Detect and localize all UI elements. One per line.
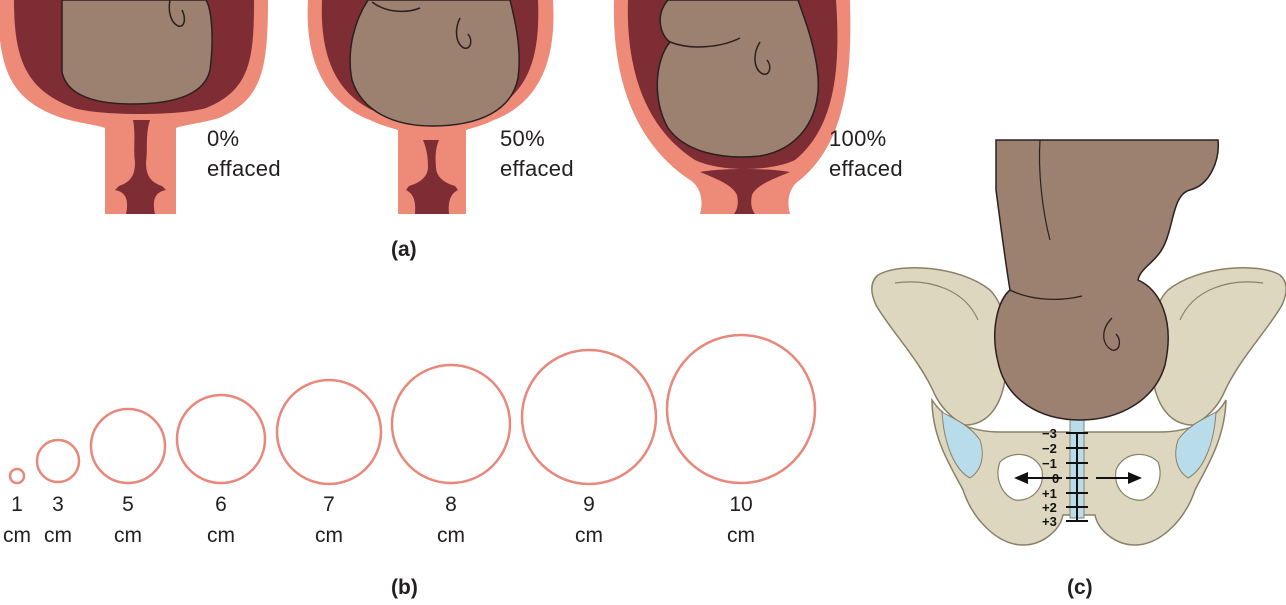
station-zero: 0 (1052, 471, 1060, 486)
fetus-descending (994, 139, 1219, 421)
dilation-circle-1 (8, 467, 26, 485)
dilation-circle-7 (275, 378, 383, 486)
dilation-value-1: 1 (11, 493, 23, 516)
station-ruler (1066, 432, 1088, 522)
ischial-spine-arrows (1014, 472, 1142, 484)
uterus-0-percent (0, 0, 268, 214)
dilation-unit-3: cm (44, 524, 72, 547)
dilation-circle-6 (175, 393, 267, 485)
station-plus-3: +3 (1042, 514, 1057, 529)
effacement-percent-50: 50% (500, 126, 545, 151)
station-plus-2: +2 (1042, 500, 1057, 515)
effacement-text-0: effaced (207, 156, 281, 181)
dilation-circle-5 (89, 407, 167, 485)
effacement-percent-0: 0% (207, 126, 240, 151)
dilation-unit-1: cm (3, 524, 31, 547)
dilation-unit-7: cm (315, 524, 343, 547)
pelvis (871, 267, 1286, 546)
station-minus-3: −3 (1042, 426, 1057, 441)
station-minus-1: −1 (1042, 456, 1057, 471)
dilation-value-8: 8 (445, 493, 457, 516)
effacement-text-100: effaced (829, 156, 903, 181)
dilation-unit-10: cm (727, 524, 755, 547)
uterus-100-percent (613, 0, 851, 214)
panel-label-b: (b) (391, 576, 418, 599)
dilation-value-10: 10 (729, 493, 753, 516)
dilation-circle-10 (665, 333, 817, 485)
dilation-circle-3 (35, 438, 81, 484)
dilation-value-5: 5 (122, 493, 134, 516)
panel-label-a: (a) (391, 238, 417, 261)
station-plus-1: +1 (1042, 486, 1057, 501)
dilation-value-9: 9 (583, 493, 595, 516)
dilation-unit-9: cm (575, 524, 603, 547)
station-minus-2: −2 (1042, 441, 1057, 456)
effacement-text-50: effaced (500, 156, 574, 181)
dilation-circle-8 (390, 363, 512, 485)
dilation-unit-6: cm (207, 524, 235, 547)
effacement-percent-100: 100% (829, 126, 887, 151)
dilation-unit-8: cm (437, 524, 465, 547)
dilation-circle-9 (520, 348, 658, 486)
dilation-value-3: 3 (52, 493, 64, 516)
dilation-value-6: 6 (215, 493, 227, 516)
panel-label-c: (c) (1067, 576, 1093, 599)
dilation-unit-5: cm (114, 524, 142, 547)
dilation-value-7: 7 (323, 493, 335, 516)
uterus-50-percent (307, 0, 554, 214)
